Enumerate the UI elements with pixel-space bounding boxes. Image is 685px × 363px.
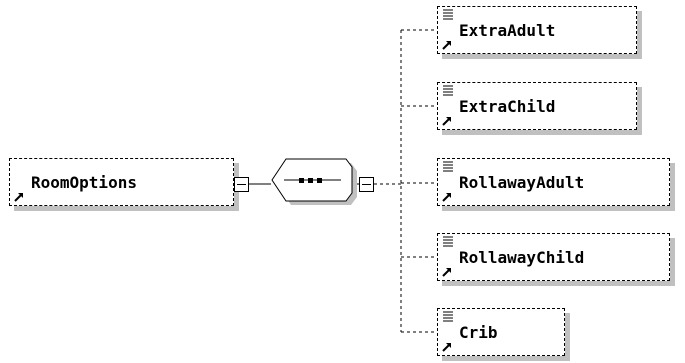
- element-reference-icon: [442, 343, 451, 352]
- element-reference-icon: [442, 117, 451, 126]
- child-element-label: Crib: [459, 322, 498, 342]
- child-element-node[interactable]: Crib: [437, 308, 565, 356]
- child-element-label: RollawayChild: [459, 247, 585, 267]
- documentation-icon: [443, 236, 453, 247]
- element-reference-icon: [442, 268, 451, 277]
- child-element-node[interactable]: ExtraAdult: [437, 6, 637, 54]
- root-element-node[interactable]: RoomOptions: [9, 158, 234, 206]
- element-reference-icon: [442, 41, 451, 50]
- element-reference-icon: [442, 193, 451, 202]
- child-element-label: ExtraChild: [459, 96, 556, 116]
- child-element-node[interactable]: RollawayAdult: [437, 158, 670, 206]
- documentation-icon: [443, 161, 453, 172]
- root-collapse-toggle[interactable]: [234, 177, 249, 192]
- sequence-collapse-toggle[interactable]: [359, 177, 374, 192]
- child-element-node[interactable]: ExtraChild: [437, 82, 637, 130]
- child-element-label: RollawayAdult: [459, 172, 585, 192]
- element-reference-icon: [14, 193, 23, 202]
- child-element-node[interactable]: RollawayChild: [437, 233, 670, 281]
- documentation-icon: [443, 311, 453, 322]
- documentation-icon: [443, 85, 453, 96]
- documentation-icon: [443, 9, 453, 20]
- child-element-label: ExtraAdult: [459, 20, 556, 40]
- root-element-label: RoomOptions: [31, 172, 137, 192]
- sequence-compositor-icon[interactable]: [271, 158, 361, 208]
